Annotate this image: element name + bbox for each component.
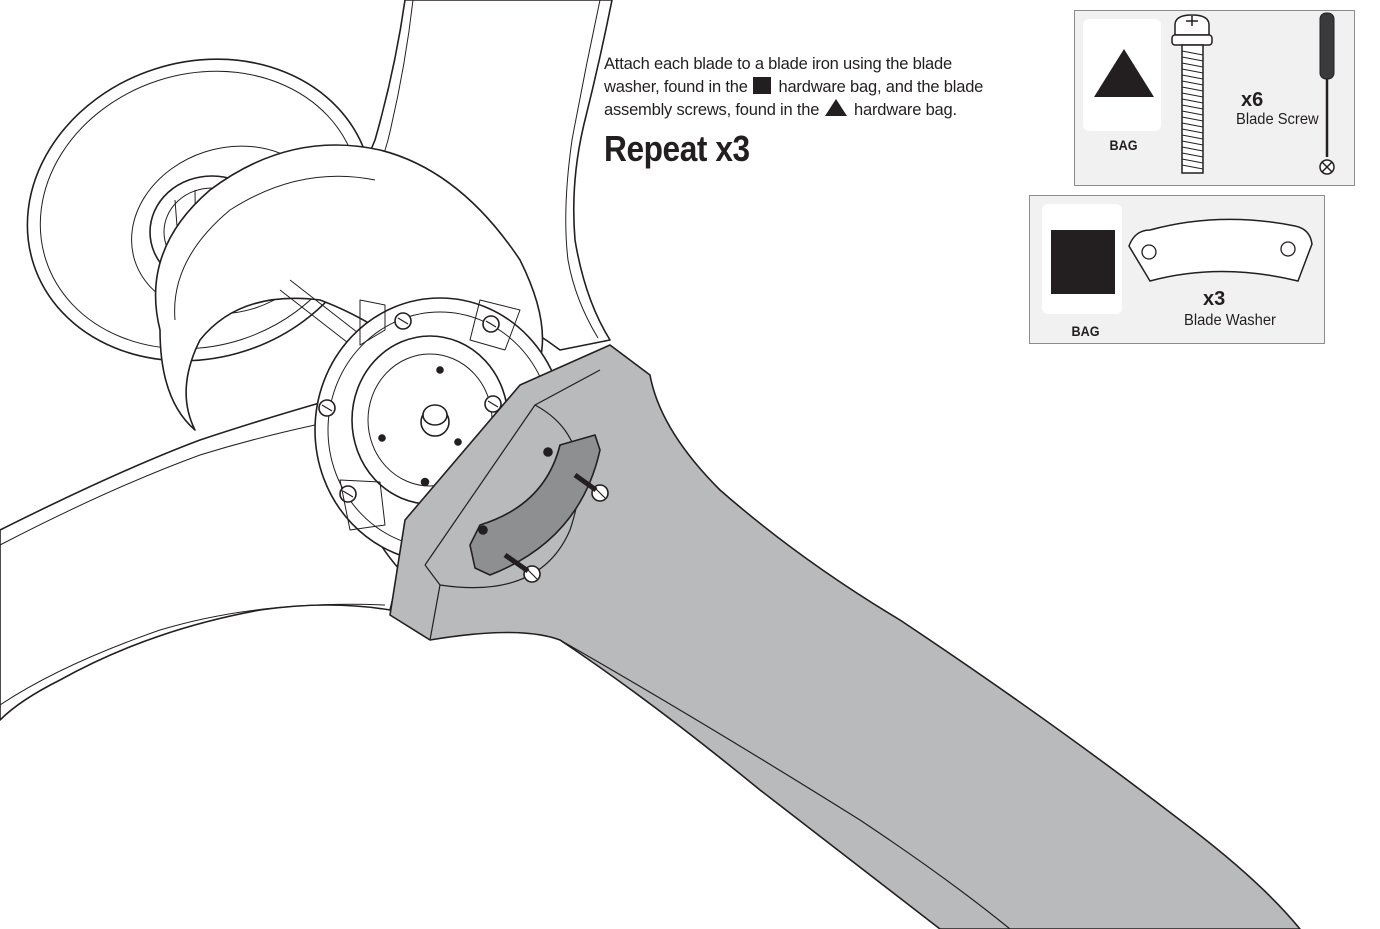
instruction-line-3-end: hardware bag. [854,101,957,119]
washer-name: Blade Washer [1184,312,1276,329]
screw-quantity: x6 [1241,89,1264,111]
blade-screw-panel-art [1083,12,1335,175]
blade-washer-on-blade [469,434,601,576]
square-icon [1051,230,1115,294]
highlighted-blade [389,344,1301,929]
phillips-screwdriver-icon [1319,12,1335,175]
instruction-line-1: Attach each blade to a blade iron using … [604,55,952,73]
washer-bag-label: BAG [1071,323,1100,339]
triangle-icon [824,99,847,116]
instruction-line-3-start: assembly screws, found in the [604,101,820,119]
washer-quantity: x3 [1203,288,1226,310]
repeat-label: Repeat x3 [604,128,750,169]
instruction-line-2: washer, found in the hardware bag, and t… [604,76,1004,99]
instruction-line-2-start: washer, found in the [604,78,748,96]
blade-washer-panel-art [1042,204,1313,314]
instruction-line-2-end: hardware bag, and the blade [778,78,984,96]
blade-washer-icon [1128,218,1313,282]
screw-bag-label: BAG [1109,137,1138,153]
instruction-text: Attach each blade to a blade iron using … [604,53,1004,122]
blade-screw-icon [1171,14,1213,174]
blade-washer-panel: BAG x3 Blade Washer [1029,195,1325,344]
square-icon [753,77,772,94]
triangle-icon [1094,49,1154,97]
screw-name: Blade Screw [1236,111,1319,128]
instruction-line-3: assembly screws, found in the hardware b… [604,99,1004,122]
blade-screw-panel: BAG x6 Blade Screw [1074,10,1355,186]
left-blade [0,399,401,721]
